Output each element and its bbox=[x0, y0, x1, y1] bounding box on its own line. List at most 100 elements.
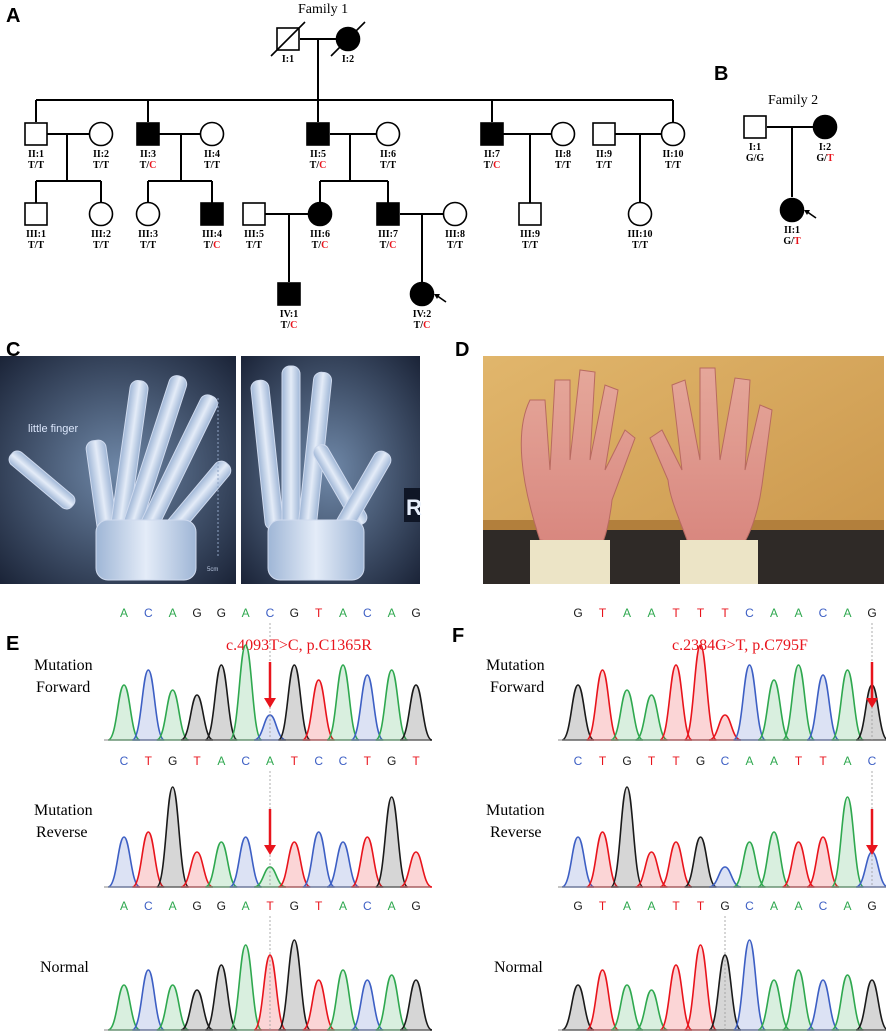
pedigree-node: II:6T/T bbox=[375, 121, 401, 171]
pedigree-node: III:7T/C bbox=[376, 202, 400, 251]
genotype-allele-1: T/ bbox=[380, 240, 390, 251]
base-call: G bbox=[867, 899, 876, 913]
genotype: T/C bbox=[312, 240, 329, 251]
genotype: T/T bbox=[93, 160, 109, 171]
trace-peak bbox=[156, 689, 190, 741]
male-symbol bbox=[24, 122, 48, 146]
trace-peak bbox=[180, 989, 214, 1031]
base-call: T bbox=[672, 606, 680, 620]
trace-peak bbox=[732, 939, 767, 1031]
base-call: A bbox=[339, 606, 347, 620]
trace-peak bbox=[107, 836, 141, 888]
deceased-slash bbox=[330, 21, 366, 57]
trace-peak bbox=[561, 836, 595, 888]
trace-peak bbox=[204, 841, 238, 888]
female-symbol bbox=[442, 201, 468, 227]
base-call: T bbox=[672, 899, 680, 913]
trace-peak bbox=[204, 964, 239, 1031]
trace-peak bbox=[301, 679, 336, 741]
base-call: C bbox=[363, 606, 372, 620]
trace-peak bbox=[757, 679, 791, 741]
male-symbol bbox=[306, 122, 330, 146]
xray-left-image: little finger 5cm bbox=[0, 356, 236, 584]
trace-peak bbox=[180, 851, 214, 888]
trace-peak bbox=[683, 644, 718, 741]
trace-peak bbox=[374, 796, 409, 888]
genotype: T/C bbox=[484, 160, 501, 171]
base-call: T bbox=[364, 754, 372, 768]
base-call: A bbox=[242, 899, 250, 913]
base-call: C bbox=[314, 754, 323, 768]
base-call: T bbox=[315, 899, 323, 913]
trace-peak bbox=[635, 989, 668, 1031]
trace-peak bbox=[302, 979, 336, 1031]
genotype-allele-1: T/ bbox=[310, 160, 320, 171]
member-id: I:2 bbox=[819, 142, 831, 153]
trace-peak bbox=[659, 664, 693, 741]
base-call: G bbox=[573, 606, 582, 620]
male-symbol bbox=[242, 202, 266, 226]
base-call: A bbox=[843, 899, 851, 913]
base-call: A bbox=[843, 754, 851, 768]
pedigree-node: II:8T/T bbox=[550, 121, 576, 171]
member-id: I:1 bbox=[749, 142, 761, 153]
trace-peak bbox=[830, 669, 865, 741]
base-call: C bbox=[819, 606, 828, 620]
genotype-allele-2: C bbox=[213, 240, 220, 251]
pedigree-node: III:8T/T bbox=[442, 201, 468, 251]
base-call: A bbox=[169, 606, 177, 620]
member-id: II:1 bbox=[784, 225, 800, 236]
panel-label-e: E bbox=[6, 633, 19, 655]
member-id: II:7 bbox=[484, 149, 500, 160]
base-call: T bbox=[721, 606, 729, 620]
base-call: C bbox=[745, 899, 754, 913]
member-id: II:8 bbox=[555, 149, 571, 160]
genotype-allele-2: T bbox=[641, 240, 648, 251]
male-symbol bbox=[480, 122, 504, 146]
member-id: II:10 bbox=[662, 149, 683, 160]
panel-label-a: A bbox=[6, 5, 20, 27]
mutation-arrowhead bbox=[866, 845, 878, 855]
genotype-allele-1: T/ bbox=[93, 160, 103, 171]
trace-peak bbox=[855, 851, 886, 888]
mutation-arrowhead bbox=[866, 698, 878, 708]
trace-peak bbox=[180, 694, 214, 741]
genotype-allele-1: T/ bbox=[28, 160, 38, 171]
base-call: A bbox=[770, 606, 778, 620]
trace-peak bbox=[399, 851, 433, 888]
base-call: C bbox=[363, 899, 372, 913]
base-call: T bbox=[193, 754, 201, 768]
base-call: G bbox=[411, 899, 420, 913]
genotype: T/T bbox=[246, 240, 262, 251]
genotype-allele-1: G/ bbox=[783, 236, 794, 247]
member-id: IV:2 bbox=[413, 309, 432, 320]
trace-peak bbox=[733, 841, 766, 888]
genotype: G/T bbox=[816, 153, 834, 164]
female-symbol bbox=[409, 281, 435, 307]
xray-right-image: R bbox=[241, 356, 422, 584]
pedigree-node: IV:2T/C bbox=[409, 281, 447, 331]
row-label-e-normal: Normal bbox=[40, 959, 89, 976]
trace-peak bbox=[757, 831, 791, 888]
base-call: A bbox=[388, 606, 396, 620]
genotype-allele-1: T/ bbox=[204, 240, 214, 251]
trace-peak bbox=[782, 841, 815, 888]
genotype-allele-1: T/ bbox=[632, 240, 642, 251]
base-call: A bbox=[794, 899, 802, 913]
genotype-allele-2: T bbox=[149, 240, 156, 251]
trace-peak bbox=[806, 979, 840, 1031]
male-symbol bbox=[136, 122, 160, 146]
base-call: A bbox=[120, 899, 128, 913]
proband-arrowhead bbox=[804, 210, 810, 215]
base-call: T bbox=[819, 754, 827, 768]
base-call: G bbox=[696, 754, 705, 768]
genotype: T/T bbox=[380, 160, 396, 171]
trace-peak bbox=[131, 969, 166, 1031]
mutation-label-f: c.2384G>T, p.C795F bbox=[672, 637, 808, 654]
member-id: III:4 bbox=[202, 229, 222, 240]
genotype-allele-2: C bbox=[321, 240, 328, 251]
trace-peak bbox=[350, 674, 385, 741]
genotype: T/C bbox=[310, 160, 327, 171]
genotype-allele-2: T bbox=[255, 240, 262, 251]
